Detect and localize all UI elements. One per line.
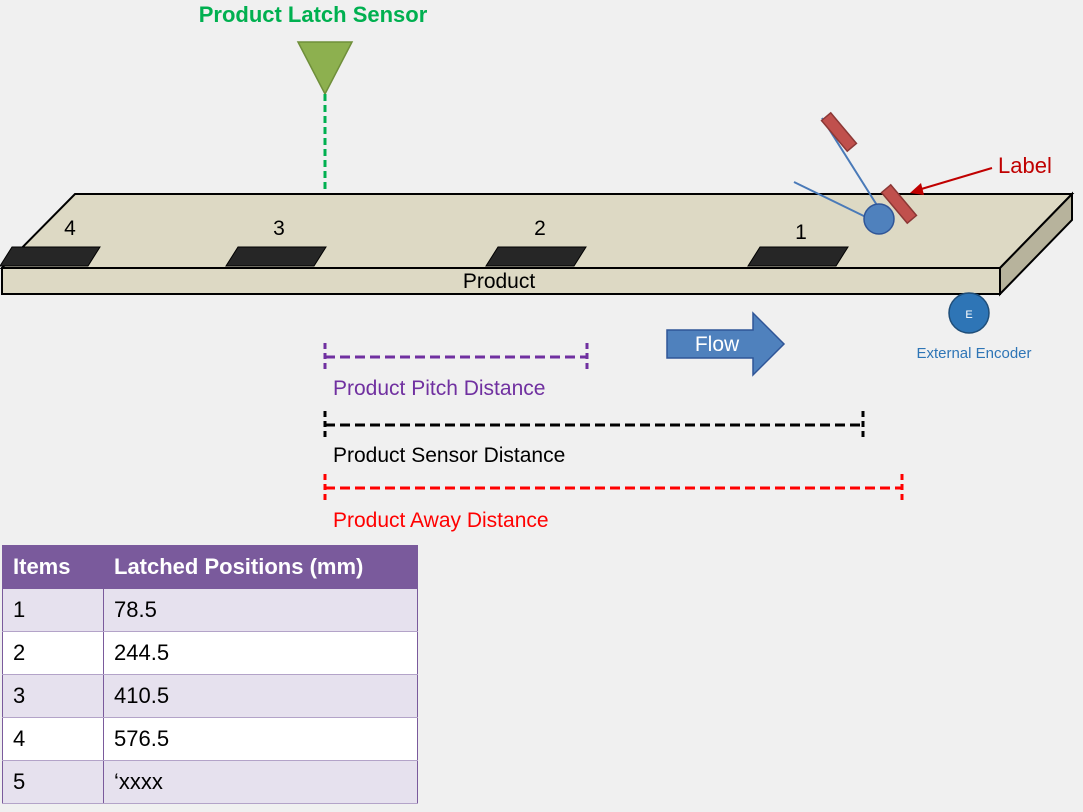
sensor-label: Product Latch Sensor <box>199 2 428 27</box>
belt-front-face <box>1 267 1001 295</box>
label-callout-arrow <box>917 167 993 191</box>
item-cell: 4 <box>2 717 104 761</box>
label-roll-icon <box>820 111 858 153</box>
position-cell: ‘xxxx <box>103 760 418 804</box>
away-distance-label: Product Away Distance <box>333 509 549 532</box>
table-row: 2 244.5 <box>2 631 418 675</box>
position-cell: 78.5 <box>103 588 418 632</box>
encoder-label: External Encoder <box>916 345 1031 362</box>
label-roller-icon <box>863 203 895 235</box>
item-cell: 1 <box>2 588 104 632</box>
product-item-1 <box>747 246 849 267</box>
product-item-4 <box>0 246 101 267</box>
item-number-3: 3 <box>273 217 285 240</box>
table-row: 1 78.5 <box>2 588 418 632</box>
flow-label: Flow <box>695 333 740 356</box>
label-callout-text: Label <box>998 153 1052 178</box>
flow-arrow-icon <box>666 311 786 377</box>
latched-positions-table: Items Latched Positions (mm) 1 78.5 2 24… <box>2 545 418 804</box>
product-item-2 <box>485 246 587 267</box>
sensor-distance-label: Product Sensor Distance <box>333 444 565 467</box>
pitch-distance-label: Product Pitch Distance <box>333 377 545 400</box>
table-header-row: Items Latched Positions (mm) <box>2 545 418 589</box>
item-number-4: 4 <box>64 217 76 240</box>
column-header-items: Items <box>2 545 104 589</box>
encoder-icon <box>948 292 990 334</box>
item-cell: 5 <box>2 760 104 804</box>
sensor-triangle-icon <box>296 41 354 96</box>
item-number-1: 1 <box>795 221 807 244</box>
position-cell: 244.5 <box>103 631 418 675</box>
table-row: 3 410.5 <box>2 674 418 718</box>
position-cell: 410.5 <box>103 674 418 718</box>
item-cell: 2 <box>2 631 104 675</box>
label-web-lower <box>793 181 873 221</box>
label-callout-arrowhead <box>910 183 924 195</box>
table-row: 5 ‘xxxx <box>2 760 418 804</box>
product-label: Product <box>463 270 536 293</box>
item-cell: 3 <box>2 674 104 718</box>
table-row: 4 576.5 <box>2 717 418 761</box>
encoder-symbol: E <box>965 309 972 321</box>
column-header-latched-positions: Latched Positions (mm) <box>103 545 418 589</box>
product-item-3 <box>225 246 327 267</box>
applied-label-icon <box>880 183 918 225</box>
item-number-2: 2 <box>534 217 546 240</box>
position-cell: 576.5 <box>103 717 418 761</box>
